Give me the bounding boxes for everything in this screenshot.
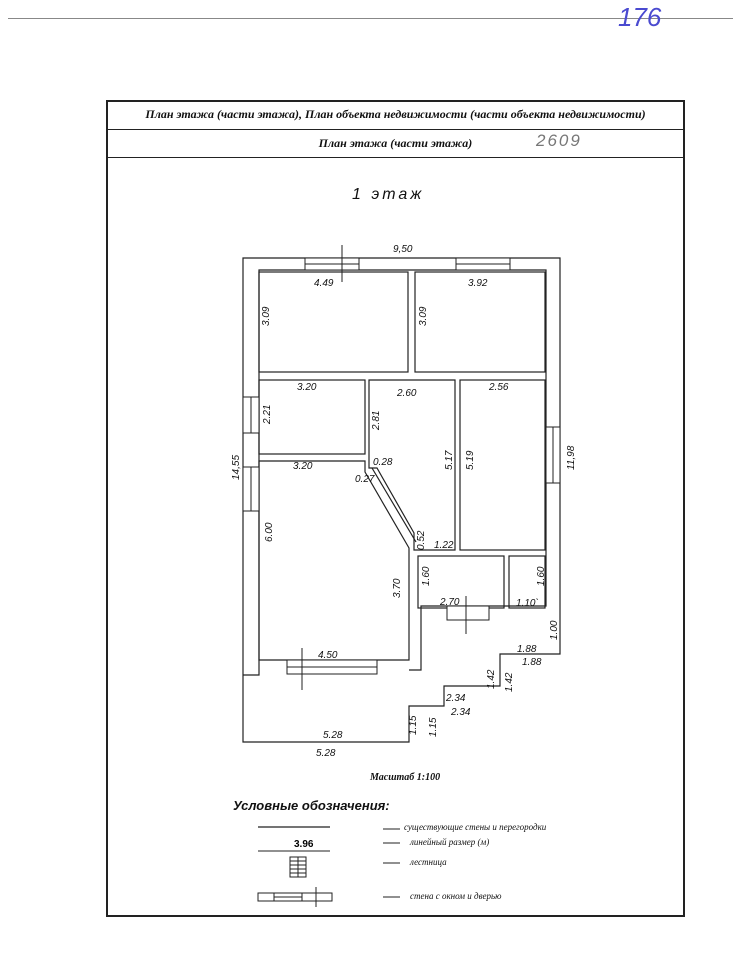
window-right xyxy=(545,426,561,484)
dim-top-overall: 9,50 xyxy=(393,244,413,255)
dim-room4-bottom: 1.22 xyxy=(434,540,454,551)
dim-room3-height: 2.21 xyxy=(262,405,273,425)
top-rule-line xyxy=(8,18,733,19)
handwritten-number: 2609 xyxy=(536,131,582,150)
dim-room6-diag: 0.27 xyxy=(355,474,375,485)
dim-room2-width: 3.92 xyxy=(468,278,488,289)
floor-title: 1 этаж xyxy=(352,186,425,203)
legend-title: Условные обозначения: xyxy=(233,798,390,813)
dim-room5-width: 2.56 xyxy=(488,382,509,393)
dim-room1-height: 3.09 xyxy=(261,306,272,326)
wall-window-door-icon xyxy=(257,887,333,907)
stairs-icon xyxy=(289,856,307,878)
dim-bottom-width-bottom: 5.28 xyxy=(316,748,336,759)
legend-stairs-text: лестница xyxy=(410,857,447,867)
legend-sample-value: 3.96 xyxy=(294,839,314,850)
legend-wall-window-door-text: стена с окном и дверью xyxy=(410,891,502,901)
dim-room4-height-left: 2.81 xyxy=(371,411,382,431)
dim-room6-width: 3.20 xyxy=(293,461,313,472)
dim-room5-height: 5.19 xyxy=(465,450,476,470)
dim-room3-width: 3.20 xyxy=(297,382,317,393)
window-top-left xyxy=(304,245,360,282)
room-1 xyxy=(258,271,409,373)
dim-step1-width-top: 1.88 xyxy=(517,644,537,655)
dim-step1-width-bottom: 1.88 xyxy=(522,657,542,668)
dim-room7-width: 2.70 xyxy=(439,597,460,608)
room-2 xyxy=(414,271,546,373)
dim-left-overall: 14,55 xyxy=(231,455,242,480)
dim-step2-height-left: 1.42 xyxy=(486,669,497,689)
document-frame xyxy=(106,100,685,917)
window-top-right xyxy=(455,257,511,271)
corner-page-number: 176 xyxy=(618,2,662,32)
dim-room1-width: 4.49 xyxy=(314,278,334,289)
header-title-1: План этажа (части этажа), План объекта н… xyxy=(106,100,685,130)
dim-room6-right: 3.70 xyxy=(392,578,403,598)
room-4 xyxy=(368,379,456,551)
header-title-2: План этажа (части этажа) xyxy=(106,130,685,158)
dim-step1-height: 1.00 xyxy=(549,620,560,640)
dim-room2-height: 3.09 xyxy=(418,306,429,326)
dim-room4-diag-bottom: 0.52 xyxy=(416,530,427,550)
dim-bottom-width-top: 5.28 xyxy=(323,730,343,741)
window-left-lower xyxy=(242,466,260,512)
dim-room7-height: 1.60 xyxy=(421,566,432,586)
dim-room6-bottom: 4.50 xyxy=(318,650,338,661)
dim-step2-width-top: 2.34 xyxy=(445,693,466,704)
dim-step3-height-right: 1.15 xyxy=(428,717,439,737)
dim-room8-height: 1.60 xyxy=(536,566,547,586)
dim-right-overall: 11,98 xyxy=(566,445,577,470)
dim-step2-height-right: 1.42 xyxy=(504,672,515,692)
dim-room8-width: 1.10` xyxy=(516,597,539,609)
diagonal-wall xyxy=(371,467,417,543)
dim-step3-height-left: 1.15 xyxy=(408,715,419,735)
scale-label: Масштаб 1:100 xyxy=(370,772,441,783)
dim-room6-height: 6.00 xyxy=(264,522,275,542)
room-5 xyxy=(459,379,546,551)
window-left-upper xyxy=(242,396,260,434)
outer-wall-inner xyxy=(243,269,547,676)
legend-linear-size-text: линейный размер (м) xyxy=(410,837,490,847)
dim-room4-height-right: 5.17 xyxy=(444,450,455,470)
window-bottom xyxy=(286,648,378,690)
outer-wall-outline xyxy=(242,257,561,743)
dim-room4-width: 2.60 xyxy=(396,388,417,399)
door-bottom xyxy=(446,596,490,634)
dim-step2-width-bottom: 2.34 xyxy=(450,707,471,718)
room-6 xyxy=(258,460,410,661)
dim-room4-diag-top: 0.28 xyxy=(373,457,393,468)
room-8 xyxy=(508,555,546,609)
legend-walls-text: существующие стены и перегородки xyxy=(404,822,547,832)
